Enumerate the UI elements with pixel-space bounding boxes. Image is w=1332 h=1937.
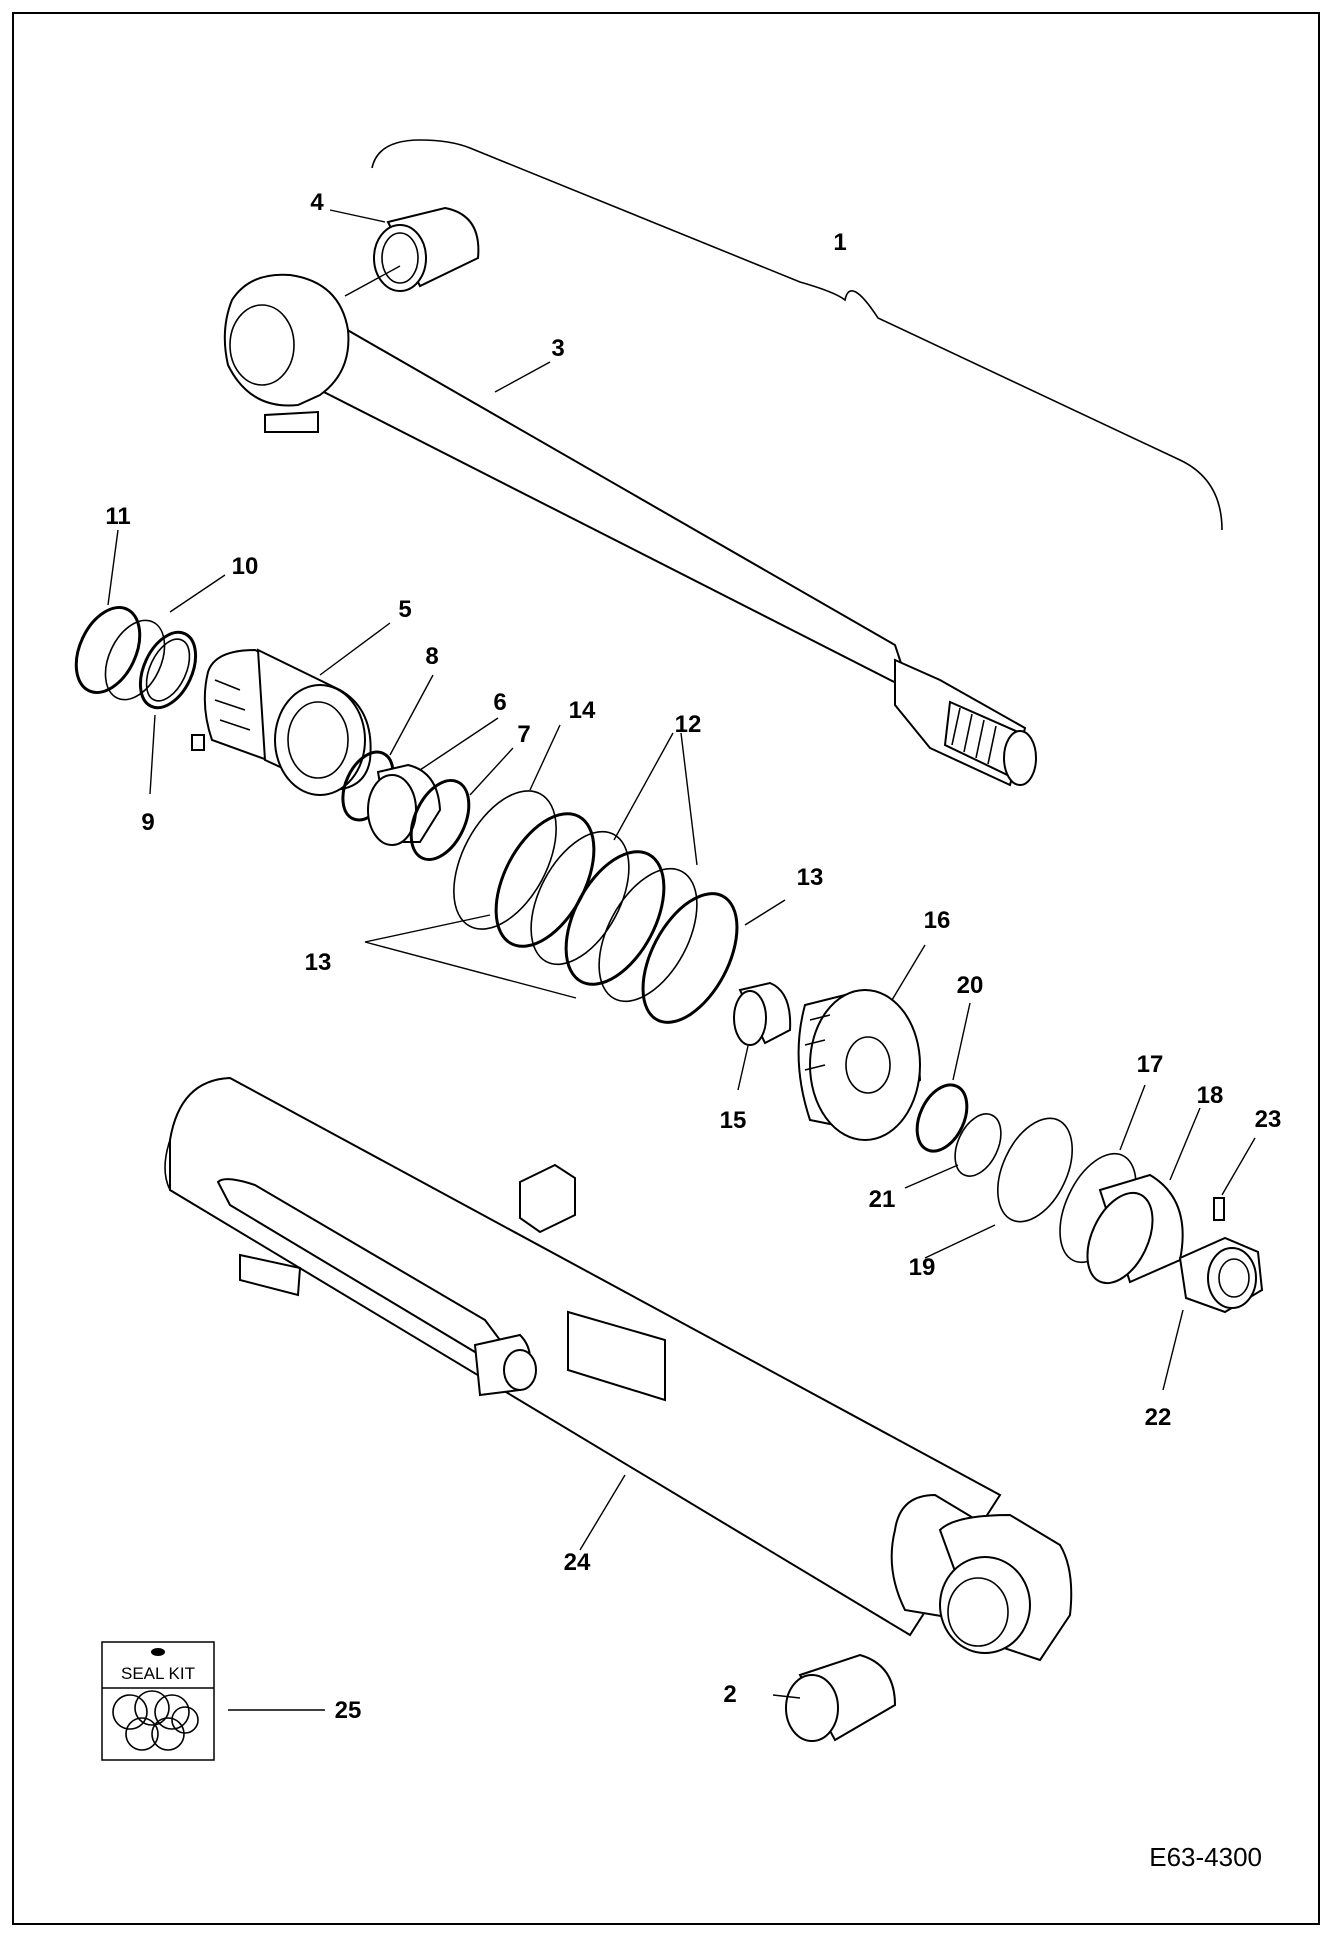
callout-11: 11 — [105, 503, 130, 530]
callout-7: 7 — [517, 721, 530, 748]
part-12-ring-a — [530, 830, 630, 966]
part-7-ring — [409, 778, 471, 862]
part-4-bushing — [373, 206, 480, 292]
callout-24: 24 — [564, 1549, 591, 1576]
part-12-ring-b — [598, 867, 698, 1003]
part-5-cylinder-head — [191, 648, 372, 796]
callout-21: 21 — [869, 1186, 896, 1213]
callout-15: 15 — [720, 1107, 747, 1134]
callout-19: 19 — [909, 1254, 936, 1281]
callout-4: 4 — [310, 189, 324, 216]
part-20-ring — [915, 1083, 969, 1153]
part-16-piston — [797, 988, 922, 1141]
part-13-ring-b — [564, 850, 666, 986]
callout-14: 14 — [569, 697, 596, 724]
callout-22: 22 — [1145, 1404, 1172, 1431]
callout-23: 23 — [1255, 1106, 1282, 1133]
callout-2: 2 — [723, 1681, 736, 1708]
page-border — [12, 12, 1320, 1925]
part-21-ring — [954, 1113, 1002, 1177]
seal-kit-icon — [151, 1648, 165, 1656]
part-9-ring — [138, 630, 198, 710]
drawing-code: E63-4300 — [1149, 1842, 1262, 1872]
callout-25: 25 — [335, 1697, 362, 1724]
callout-10: 10 — [232, 553, 259, 580]
part-24-cylinder-barrel — [164, 1076, 1073, 1662]
callout-8: 8 — [425, 643, 438, 670]
part-10-ring — [104, 619, 166, 701]
callout-17: 17 — [1137, 1051, 1164, 1078]
callout-12: 12 — [675, 711, 702, 738]
part-15-bushing — [733, 981, 792, 1046]
callout-1: 1 — [833, 229, 846, 256]
callout-5: 5 — [398, 596, 411, 623]
callout-16: 16 — [924, 907, 951, 934]
part-18-ring — [1086, 1173, 1184, 1285]
callout-9: 9 — [141, 809, 154, 836]
part-3-piston-rod — [223, 273, 1037, 787]
seal-kit-box: SEAL KIT — [101, 1641, 215, 1761]
leader-lines — [107, 209, 1256, 1711]
callout-13-left: 13 — [305, 949, 332, 976]
callout-3: 3 — [551, 335, 564, 362]
seal-kit-rings-icon — [112, 1690, 199, 1751]
callout-20: 20 — [957, 972, 984, 999]
part-11-ring — [74, 606, 142, 694]
callout-13-upper: 13 — [797, 864, 824, 891]
part-23-set-screw — [1213, 1197, 1225, 1221]
part-19-ring — [997, 1117, 1073, 1223]
assembly-brace — [371, 139, 1223, 531]
part-2-bushing — [785, 1653, 897, 1742]
part-14-ring — [453, 790, 557, 930]
callout-18: 18 — [1197, 1082, 1224, 1109]
callout-6: 6 — [493, 689, 506, 716]
part-22-nut — [1178, 1236, 1264, 1314]
part-13-ring-c — [641, 892, 739, 1024]
seal-kit-label: SEAL KIT — [121, 1664, 195, 1683]
callout-labels: 1 2 3 4 5 6 7 8 9 10 11 12 13 13 14 15 1… — [105, 189, 1281, 1724]
part-6-sleeve — [367, 763, 442, 846]
